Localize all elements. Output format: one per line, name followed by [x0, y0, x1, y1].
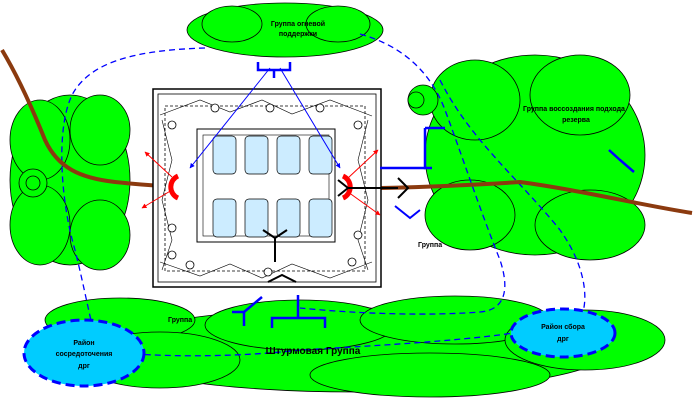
vegetation-patch [460, 236, 482, 246]
concentration-area-label-line2: сосредоточения [56, 351, 113, 358]
assault-group-unit [270, 295, 327, 328]
fire-support-unit [256, 62, 292, 78]
fire-support-group-label-line2: поддержки [279, 31, 317, 38]
reserve-group-label-line2: резерва [562, 117, 590, 124]
assembly-area-label-line1: Район сбора [541, 323, 585, 331]
building-windows [212, 135, 333, 238]
left-group-label: Группа [168, 317, 192, 324]
concentration-area-label-line1: Район [73, 339, 94, 347]
right-group-unit [394, 205, 421, 220]
vegetation-top [186, 2, 384, 58]
route-lower [94, 331, 521, 357]
enemy-fire-arrows [141, 149, 381, 216]
concentration-area [22, 318, 146, 388]
left-group-unit [232, 296, 263, 326]
assault-group-label: Штурмовая Группа [266, 346, 361, 357]
right-group-label: Группа [418, 242, 442, 249]
assembly-area [509, 307, 617, 359]
enemy-post-left [168, 173, 180, 201]
assembly-area-label-line2: дрг [557, 336, 569, 343]
route-right-loop [439, 79, 586, 321]
encirclement-route [61, 33, 506, 336]
concentration-area-label-line3: дрг [78, 363, 90, 370]
fire-support-group-label-line1: Группа огневой [271, 20, 325, 28]
assault-element-bottom [262, 229, 297, 283]
assault-element-right [337, 177, 410, 199]
reserve-unit [380, 126, 635, 173]
vegetation-right [407, 54, 646, 261]
fire-support-arrows [189, 67, 341, 169]
vegetation-left [9, 94, 131, 271]
compound [152, 88, 382, 288]
reserve-group-label-line1: Группа воссоздания подхода [523, 106, 625, 113]
